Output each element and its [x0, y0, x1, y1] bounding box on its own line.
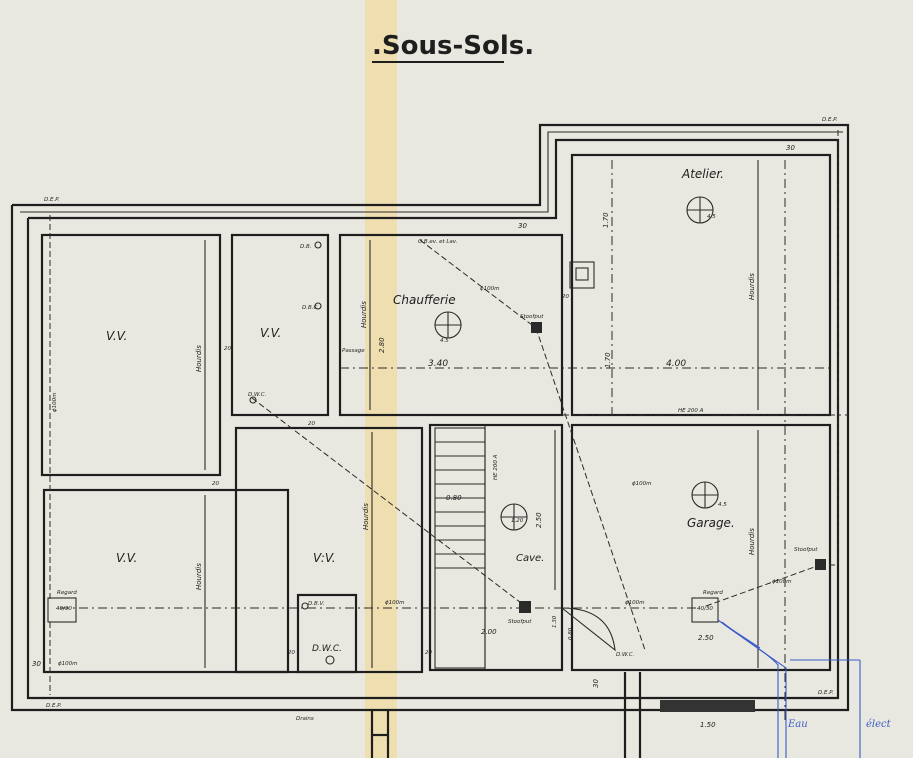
label-stand-chaufferie: 4.5 [440, 338, 449, 344]
label-phi-100-f: ϕ100m [772, 579, 791, 585]
label-he-200-b: HE 200 A [493, 454, 499, 480]
dim-20-b: 20 [212, 481, 219, 487]
room-dwc: D.W.C. [312, 644, 342, 654]
dim-0-80-b: 0.80 [568, 627, 574, 640]
hourdis-label-6: Hourdis [748, 528, 756, 555]
handwriting-eau: Eau [787, 719, 808, 730]
dim-20-d: 20 [288, 650, 295, 656]
dim-1-20: 1.20 [511, 518, 524, 524]
label-dep-c: D.E.P. [46, 703, 62, 709]
drain-grille [660, 700, 755, 712]
label-regard-right-size: 40/30 [697, 606, 713, 612]
hourdis-label-2: Hourdis [195, 563, 203, 590]
label-dbv: D.B.V. [308, 601, 325, 607]
stoofput-box-b [519, 601, 531, 613]
stoofput-box-c [815, 559, 826, 570]
dim-20-f: 20 [562, 294, 569, 300]
dim-30-atelier: 30 [786, 144, 795, 152]
label-stand-garage: 4.5 [718, 502, 727, 508]
room-vv-bottom-mid: V:V. [313, 551, 336, 565]
label-he-200-a: HE 200 A [678, 408, 704, 414]
fixtures [47, 241, 826, 712]
dim-1-50: 1.50 [700, 721, 716, 729]
label-regard-left-size: 40/30 [56, 606, 72, 612]
dim-20-e: 20 [425, 650, 432, 656]
label-dep-d: D.E.P. [818, 690, 834, 696]
dwc-circle [325, 655, 335, 665]
dim-30-bottom: 30 [592, 679, 600, 688]
label-phi-100-g: ϕ100m [52, 393, 58, 412]
dim-3-40: 3.40 [428, 359, 448, 369]
label-phi-100-d: ϕ100m [625, 600, 644, 606]
label-stoofput-c: Stoofput [794, 547, 818, 553]
dim-30-top: 30 [518, 222, 527, 230]
handwritten-lines [717, 619, 861, 758]
interior-walls [40, 153, 832, 758]
label-regard-left: Regard [57, 590, 77, 596]
staircase [434, 425, 486, 670]
dim-30-left: 30 [32, 660, 41, 668]
dim-20-c: 20 [308, 421, 315, 427]
hourdis-arrows [204, 160, 759, 668]
dim-0-80: 0.80 [446, 494, 462, 502]
room-vv-top-mid: V.V. [260, 326, 281, 340]
label-regard-right: Regard [703, 590, 723, 596]
label-phi-100-b: ϕ100m [632, 481, 651, 487]
handwriting-elect: élect [866, 719, 892, 730]
dim-2-00: 2.00 [481, 628, 497, 636]
dim-1-70-mid: 1.70 [604, 352, 612, 368]
label-ob-ev: O.B.ev. et Lav. [418, 239, 458, 245]
label-dwc-small2: D.W.C. [616, 652, 635, 658]
drain-pipes [49, 130, 839, 695]
dim-2-50-bottom: 2.50 [698, 634, 714, 642]
label-drains: Drains [296, 716, 314, 722]
plan-title: .Sous-Sols. [372, 31, 534, 61]
label-db: D.B. [300, 244, 312, 250]
label-phi-100-c: ϕ100m [385, 600, 404, 606]
label-phi-100-a: ϕ100m [480, 286, 499, 292]
hourdis-label-5: Hourdis [748, 273, 756, 300]
dbc-circle [314, 302, 322, 310]
dim-2-50-cave: 2.50 [535, 512, 543, 528]
regard-left-box [47, 597, 77, 623]
label-dbc: D.B.C. [302, 305, 319, 311]
regard-right-box [691, 597, 719, 623]
db-circle [314, 241, 322, 249]
room-chaufferie: Chaufferie [393, 293, 456, 307]
dim-2-80: 2.80 [378, 337, 386, 353]
dim-1-70-top: 1.70 [602, 212, 610, 228]
standpipes [434, 196, 719, 531]
dim-4-00: 4.00 [666, 359, 686, 369]
room-cave: Cave. [516, 553, 544, 564]
dbv-circle [301, 602, 309, 610]
label-dep-b: D.E.P. [822, 117, 838, 123]
dim-20-a: 20 [224, 346, 231, 352]
label-stoofput-b: Stoofput [508, 619, 532, 625]
axis-lines [60, 160, 848, 720]
room-vv-top-left: V.V. [106, 329, 127, 343]
label-stoofput-a: Stoofput [520, 314, 544, 320]
hourdis-label-3: Hourdis [360, 301, 368, 328]
door-swing [561, 607, 616, 652]
hourdis-label-1: Hourdis [195, 345, 203, 372]
label-passage: Passage [342, 348, 365, 354]
hourdis-label-4: Hourdis [362, 503, 370, 530]
label-dwc-small: D.W.C. [248, 392, 267, 398]
label-phi-100-e: ϕ100m [58, 661, 77, 667]
label-dep-a: D.E.P. [44, 197, 60, 203]
room-vv-bottom-left: V.V. [116, 551, 137, 565]
dim-1-30: 1.30 [552, 615, 558, 628]
label-stand-atelier: 4.5 [707, 214, 716, 220]
stoofput-box-a [531, 322, 542, 333]
room-garage: Garage. [687, 516, 735, 530]
dwc-top-circle [249, 396, 257, 404]
room-atelier: Atelier. [681, 167, 724, 181]
